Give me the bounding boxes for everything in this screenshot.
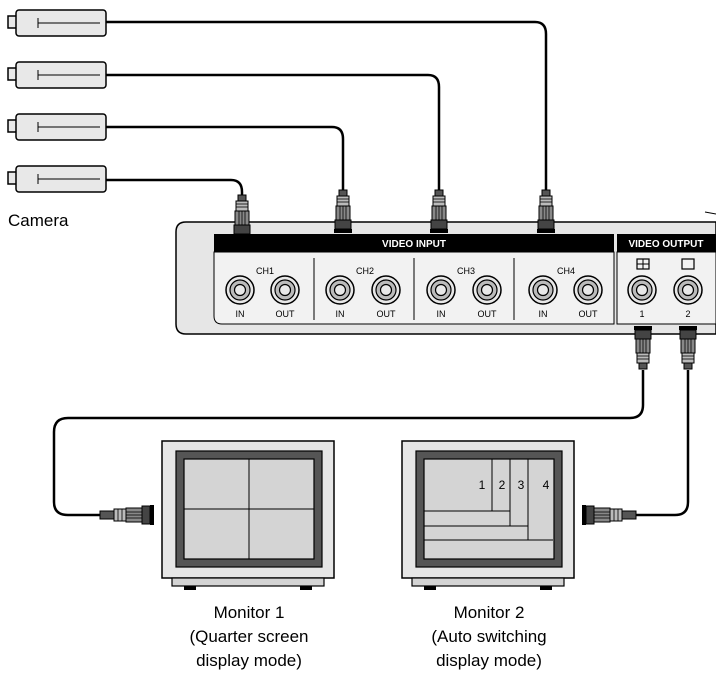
camera-4 xyxy=(7,165,107,193)
bnc-plug-output1 xyxy=(633,325,653,370)
channel-label: CH2 xyxy=(356,266,374,276)
caption-line: display mode) xyxy=(196,651,302,670)
channel-label: CH3 xyxy=(457,266,475,276)
caption-line: (Quarter screen xyxy=(189,627,308,646)
video-output-header-bar xyxy=(617,234,716,252)
video-output-header: VIDEO OUTPUT xyxy=(628,239,703,250)
bnc-plug-monitor2 xyxy=(581,504,637,526)
bnc-plug-ch4 xyxy=(536,189,556,234)
in-label: IN xyxy=(437,309,446,319)
output-number: 1 xyxy=(639,309,644,319)
camera-3 xyxy=(7,113,107,141)
monitor-1 xyxy=(161,440,335,590)
monitor-2-screen xyxy=(423,458,555,560)
video-input-header: VIDEO INPUT xyxy=(382,239,446,250)
ch1-in-jack[interactable] xyxy=(225,275,255,305)
in-label: IN xyxy=(336,309,345,319)
ch2-out-jack[interactable] xyxy=(371,275,401,305)
channel-1: CH1 IN OUT xyxy=(225,266,300,319)
quad-screen-icon xyxy=(636,258,650,270)
in-label: IN xyxy=(236,309,245,319)
bnc-plug-ch1 xyxy=(232,194,252,239)
out-label: OUT xyxy=(377,309,397,319)
bnc-plug-ch3 xyxy=(429,189,449,234)
output-2: 2 xyxy=(673,258,703,319)
camera-label: Camera xyxy=(8,211,69,230)
bnc-plug-output2 xyxy=(678,325,698,370)
out-label: OUT xyxy=(579,309,599,319)
output-2-jack[interactable] xyxy=(673,275,703,305)
monitor-2: 1 2 3 4 xyxy=(401,440,575,590)
bnc-plug-ch2 xyxy=(333,189,353,234)
ch3-out-jack[interactable] xyxy=(472,275,502,305)
caption-line: Monitor 2 xyxy=(454,603,525,622)
channel-3: CH3 IN OUT xyxy=(426,266,502,319)
bnc-plug-monitor1 xyxy=(99,504,155,526)
cable-output2 xyxy=(636,370,690,517)
out-label: OUT xyxy=(276,309,296,319)
cable-camera1 xyxy=(105,20,548,190)
output-1: 1 xyxy=(627,258,657,319)
ch4-in-jack[interactable] xyxy=(528,275,558,305)
caption-line: Monitor 1 xyxy=(214,603,285,622)
ch4-out-jack[interactable] xyxy=(573,275,603,305)
channel-label: CH1 xyxy=(256,266,274,276)
video-input-header-bar xyxy=(214,234,614,252)
screen-number-1: 1 xyxy=(479,478,486,492)
out-label: OUT xyxy=(478,309,498,319)
cables xyxy=(52,20,690,517)
cable-camera3 xyxy=(105,125,345,190)
camera-2 xyxy=(7,61,107,89)
ch2-in-jack[interactable] xyxy=(325,275,355,305)
in-label: IN xyxy=(539,309,548,319)
monitor-2-caption: Monitor 2 (Auto switching display mode) xyxy=(431,603,546,670)
screen-number-4: 4 xyxy=(543,478,550,492)
output-1-jack[interactable] xyxy=(627,275,657,305)
ch1-out-jack[interactable] xyxy=(270,275,300,305)
channel-2: CH2 IN OUT xyxy=(325,266,401,319)
cable-output1 xyxy=(52,370,645,517)
channel-4: CH4 IN OUT xyxy=(528,266,603,319)
cable-camera4 xyxy=(105,178,244,195)
cable-camera2 xyxy=(105,73,441,190)
channel-label: CH4 xyxy=(557,266,575,276)
monitor-1-caption: Monitor 1 (Quarter screen display mode) xyxy=(189,603,308,670)
camera-1 xyxy=(7,9,107,37)
screen-number-2: 2 xyxy=(499,478,506,492)
caption-line: display mode) xyxy=(436,651,542,670)
ch3-in-jack[interactable] xyxy=(426,275,456,305)
screen-number-3: 3 xyxy=(518,478,525,492)
output-number: 2 xyxy=(685,309,690,319)
single-screen-icon xyxy=(681,258,695,270)
caption-line: (Auto switching xyxy=(431,627,546,646)
